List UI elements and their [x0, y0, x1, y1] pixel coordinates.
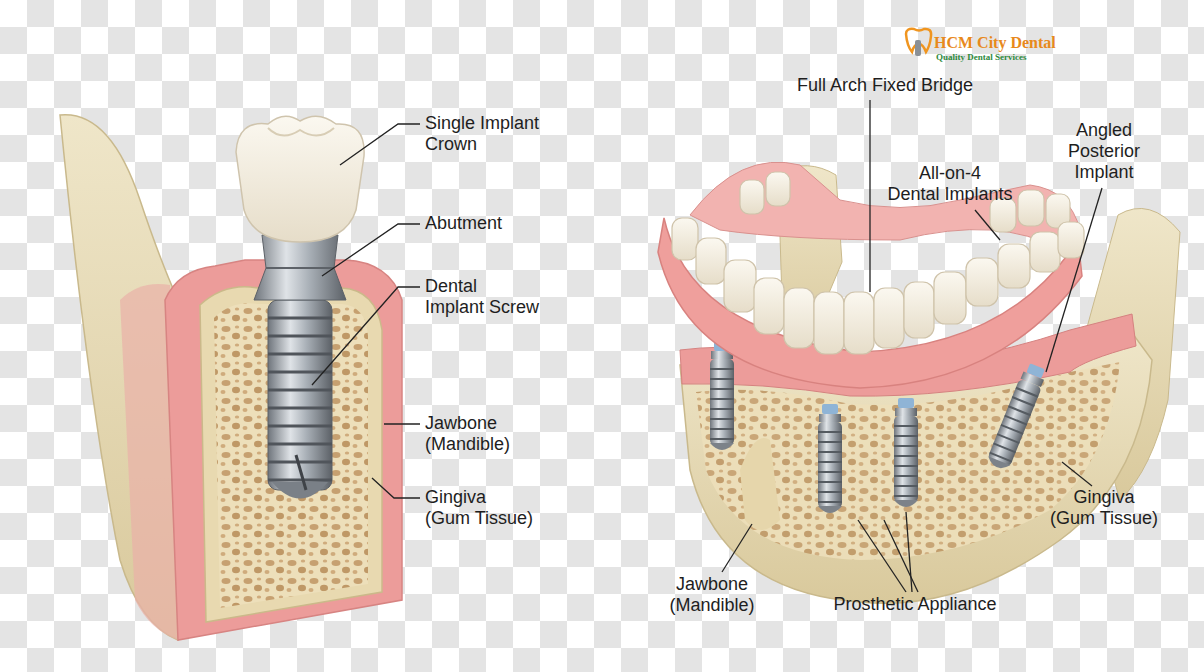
- leader-line: [384, 423, 420, 424]
- leader-line: [906, 512, 912, 592]
- part-label: Single Implant Crown: [425, 113, 550, 155]
- leader-line: [312, 287, 420, 385]
- watermark: HCM City Dental: [934, 33, 1094, 52]
- part-label: Full Arch Fixed Bridge: [770, 75, 1000, 96]
- full-arch-bridge: [784, 288, 814, 348]
- part-label: Dental Implant Screw: [425, 276, 543, 318]
- all-on-4-implant: [710, 341, 734, 450]
- abutment: [266, 267, 334, 269]
- full-arch-bridge: [672, 172, 1084, 354]
- abutment: [254, 235, 346, 300]
- implant-crown: [236, 116, 364, 242]
- leader-line: [340, 124, 420, 165]
- full-arch-bridge: [696, 238, 726, 284]
- abutment: [254, 235, 346, 300]
- implant-screw: [268, 318, 332, 480]
- part-label: Abutment: [425, 213, 565, 234]
- leader-line: [312, 124, 420, 498]
- implant-screw: [296, 455, 306, 490]
- full-arch-bridge: [690, 162, 1080, 250]
- part-label: Gingiva (Gum Tissue): [425, 487, 550, 529]
- right-mandible: [740, 438, 780, 530]
- full-arch-bridge: [754, 278, 784, 334]
- full-arch-bridge: [874, 288, 904, 348]
- all-on-4-implant: [894, 398, 918, 507]
- part-label: Angled Posterior Implant: [1062, 120, 1146, 183]
- implant-crown: [236, 116, 364, 242]
- logo-icon: [906, 29, 931, 56]
- leader-line: [975, 210, 1000, 240]
- left-jaw-section: [165, 260, 402, 640]
- full-arch-bridge: [904, 282, 934, 338]
- full-arch-bridge: [934, 272, 966, 324]
- leader-line: [884, 520, 918, 592]
- part-label: Jawbone (Mandible): [656, 574, 768, 616]
- all-on-4-implant: [818, 404, 842, 513]
- leader-line: [322, 224, 420, 276]
- part-label: All-on-4 Dental Implants: [875, 163, 1025, 205]
- full-arch-bridge: [724, 260, 756, 312]
- full-arch-bridge: [658, 162, 1084, 388]
- leader-line: [722, 100, 1102, 592]
- implant-crown: [268, 128, 334, 136]
- full-arch-bridge: [1030, 232, 1060, 272]
- watermark: Quality Dental Services: [936, 52, 1096, 63]
- full-arch-bridge: [1018, 190, 1044, 226]
- full-arch-bridge: [814, 292, 844, 354]
- full-arch-bridge: [672, 218, 698, 260]
- leader-line: [869, 100, 870, 292]
- all-on-4-implant: [986, 362, 1049, 472]
- full-arch-bridge: [740, 180, 764, 214]
- left-jaw-section: [60, 115, 402, 640]
- full-arch-bridge: [766, 172, 790, 206]
- implant-screw: [272, 482, 328, 499]
- part-label: Prosthetic Appliance: [805, 594, 1025, 615]
- leader-line: [1062, 462, 1092, 486]
- full-arch-bridge: [844, 292, 874, 354]
- part-label: Jawbone (Mandible): [425, 413, 537, 455]
- part-label: Gingiva (Gum Tissue): [1040, 487, 1168, 529]
- leader-line: [722, 524, 752, 572]
- implant-screw: [268, 300, 332, 490]
- leader-line: [372, 478, 420, 498]
- full-arch-bridge: [1058, 222, 1084, 258]
- left-jaw-section: [60, 115, 178, 640]
- leader-line: [1046, 188, 1102, 372]
- leader-line: [858, 520, 906, 592]
- full-arch-bridge: [998, 244, 1030, 288]
- logo-icon: [915, 40, 921, 56]
- full-arch-bridge: [966, 258, 998, 306]
- implant-screw: [268, 300, 332, 499]
